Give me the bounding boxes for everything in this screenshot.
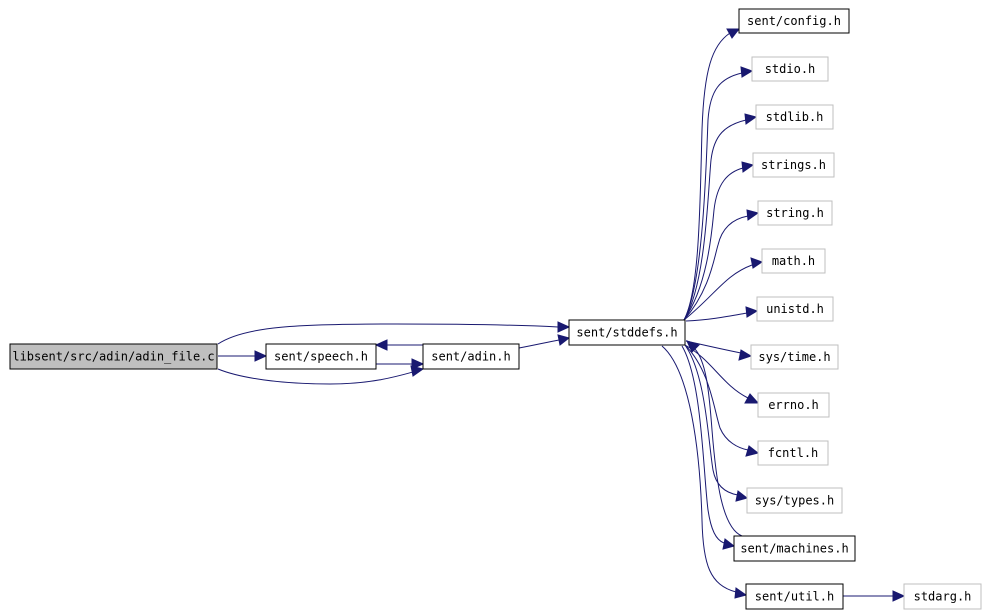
node-label: unistd.h — [766, 302, 824, 316]
edge-stddefs-to-config — [683, 28, 741, 321]
node-adin-h[interactable]: sent/adin.h — [422, 343, 520, 370]
node-config-h[interactable]: sent/config.h — [738, 8, 850, 34]
node-errno-h: errno.h — [757, 392, 830, 418]
node-util-h[interactable]: sent/util.h — [745, 583, 844, 610]
node-label: string.h — [766, 206, 824, 220]
node-adin-file-c: libsent/src/adin/adin_file.c — [9, 343, 218, 370]
node-stdlib-h: stdlib.h — [755, 104, 834, 130]
edge-stddefs-to-fcntl — [684, 344, 760, 457]
edge-stddefs-to-string — [683, 209, 760, 321]
node-machines-h[interactable]: sent/machines.h — [733, 535, 856, 562]
edge-adin-to-speech — [374, 339, 423, 351]
edge-stddefs-to-math — [683, 257, 764, 321]
node-label: sent/util.h — [755, 590, 834, 604]
node-fcntl-h: fcntl.h — [757, 440, 829, 466]
edge-stddefs-to-machines — [681, 345, 736, 550]
edge-stddefs-to-systypes — [684, 344, 749, 502]
node-sys-types-h: sys/types.h — [746, 487, 843, 514]
edge-adin-file-to-stddefs — [217, 321, 571, 345]
edge-adin-to-stddefs — [518, 334, 571, 349]
node-label: stdlib.h — [766, 110, 824, 124]
node-unistd-h: unistd.h — [756, 296, 834, 322]
node-string-h: string.h — [757, 200, 833, 226]
node-label: stdarg.h — [914, 590, 972, 604]
node-strings-h: strings.h — [752, 152, 835, 178]
node-label: libsent/src/adin/adin_file.c — [12, 350, 214, 364]
edge-stddefs-to-stdio — [683, 66, 754, 321]
nodes: libsent/src/adin/adin_file.c sent/speech… — [9, 8, 982, 610]
edge-stddefs-to-stdlib — [683, 113, 758, 321]
node-label: sent/adin.h — [431, 350, 510, 364]
node-label: sent/machines.h — [740, 542, 848, 556]
edge-util-to-stdarg — [843, 590, 906, 602]
node-speech-h[interactable]: sent/speech.h — [265, 343, 377, 370]
node-label: math.h — [772, 254, 815, 268]
edge-adin-file-to-speech — [218, 350, 268, 362]
node-stdio-h: stdio.h — [751, 56, 829, 82]
node-sys-time-h: sys/time.h — [750, 344, 839, 370]
node-label: stdio.h — [765, 62, 816, 76]
edge-stddefs-to-unistd — [685, 306, 759, 322]
node-stddefs-h[interactable]: sent/stddefs.h — [568, 319, 686, 346]
node-label: errno.h — [768, 398, 819, 412]
edge-stddefs-to-util — [661, 345, 748, 599]
edges — [217, 28, 906, 602]
node-math-h: math.h — [761, 248, 826, 274]
node-stdarg-h: stdarg.h — [903, 583, 982, 610]
edge-machines-to-stddefs — [686, 340, 743, 537]
node-label: sys/types.h — [755, 494, 834, 508]
node-label: fcntl.h — [768, 446, 819, 460]
edge-speech-to-adin — [376, 358, 425, 370]
edge-stddefs-to-strings — [683, 161, 755, 321]
node-label: sent/speech.h — [274, 350, 368, 364]
node-label: strings.h — [761, 158, 826, 172]
node-label: sys/time.h — [758, 350, 830, 364]
node-label: sent/config.h — [747, 14, 841, 28]
node-label: sent/stddefs.h — [576, 326, 677, 340]
